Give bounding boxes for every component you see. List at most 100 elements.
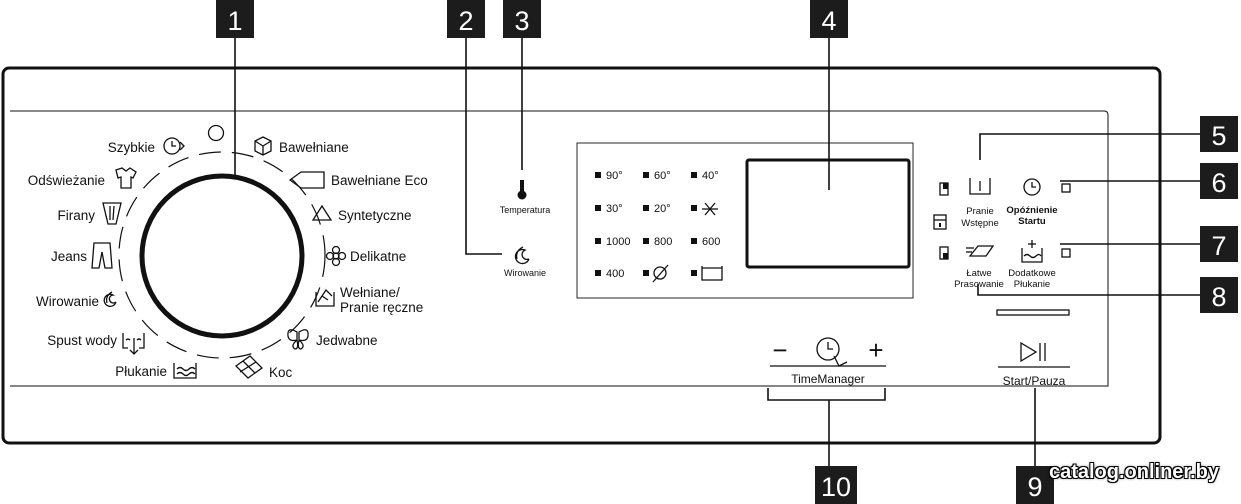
- time-minus-button[interactable]: −: [772, 335, 787, 365]
- program-dial[interactable]: [118, 151, 326, 359]
- watermark: catalog.onliner.by: [1048, 461, 1219, 483]
- leader-line-8: [977, 284, 1200, 296]
- easy-iron-label-line1: Łatwe: [966, 268, 991, 279]
- program-koc: Koc: [269, 365, 293, 380]
- speed-800: 800: [654, 236, 672, 248]
- refresh-shirt-icon: [115, 167, 137, 189]
- prewash-label-line2: Wstępne: [961, 218, 999, 229]
- temperature-label: Temperatura: [500, 205, 551, 215]
- no-spin-icon: [652, 264, 669, 283]
- cotton-icon: [254, 136, 272, 156]
- easy-iron-label-line2: Prasowanie: [954, 279, 1004, 290]
- temp-90: 90°: [606, 170, 623, 182]
- start-pause-label: Start/Pauza: [1003, 374, 1066, 388]
- prewash-icon: [969, 178, 991, 195]
- program-odswiezanie: Odświeżanie: [28, 173, 105, 188]
- easy-iron-button[interactable]: Łatwe Prasowanie: [954, 245, 1004, 290]
- extra-rinse-icon: [1021, 240, 1043, 263]
- speed-1000: 1000: [606, 236, 630, 248]
- spin-button[interactable]: Wirowanie: [504, 246, 546, 278]
- program-spust-wody: Spust wody: [47, 333, 117, 348]
- svg-text:8: 8: [1211, 282, 1226, 312]
- start-pause-button[interactable]: Start/Pauza: [998, 341, 1070, 388]
- speed-400: 400: [606, 268, 624, 280]
- svg-text:2: 2: [458, 6, 473, 36]
- temp-30: 30°: [606, 203, 623, 215]
- temp-60: 60°: [654, 170, 671, 182]
- program-szybkie: Szybkie: [108, 140, 155, 155]
- prewash-label-line1: Pranie: [966, 206, 993, 217]
- program-pranie-reczne: Pranie ręczne: [340, 300, 423, 315]
- program-bawelniane: Bawełniane: [279, 140, 349, 155]
- svg-text:4: 4: [821, 6, 836, 36]
- callout-1: 1: [216, 0, 254, 38]
- program-welniane: Wełniane/: [340, 285, 400, 300]
- program-knob[interactable]: [139, 173, 305, 339]
- wool-hand-icon: [315, 288, 335, 307]
- play-pause-icon: [1020, 341, 1046, 363]
- temperature-button[interactable]: Temperatura: [500, 180, 551, 215]
- display-area: [576, 142, 914, 299]
- callout-2: 2: [447, 0, 485, 38]
- spin-swirl-icon: [514, 246, 530, 265]
- rinse-hold-icon: [701, 266, 723, 281]
- callout-4: 4: [810, 0, 848, 38]
- callout-7: 7: [1200, 226, 1238, 262]
- delay-start-button[interactable]: Opóźnienie Startu: [1006, 178, 1058, 227]
- delay-label-line1: Opóźnienie: [1006, 205, 1057, 216]
- extra-rinse-button[interactable]: Dodatkowe Płukanie: [1008, 240, 1056, 290]
- svg-text:10: 10: [821, 472, 851, 502]
- callout-9: 9: [1016, 466, 1054, 504]
- program-syntetyczne: Syntetyczne: [338, 208, 412, 223]
- blanket-icon: [234, 355, 264, 379]
- temp-indicators: 90° 60° 40° 30° 20°: [595, 170, 719, 216]
- drain-icon: [122, 333, 145, 355]
- program-jedwabne: Jedwabne: [316, 333, 378, 348]
- leader-line-2: [465, 38, 502, 255]
- display-screen: [745, 158, 911, 269]
- curtain-icon: [102, 202, 122, 225]
- svg-text:7: 7: [1211, 231, 1226, 261]
- cold-snowflake-icon: [702, 202, 718, 216]
- time-manager-clock-icon: [816, 337, 848, 367]
- program-firany: Firany: [57, 208, 95, 223]
- svg-text:9: 9: [1027, 472, 1042, 502]
- callout-3: 3: [503, 0, 541, 38]
- delay-indicator-led: [1061, 183, 1071, 193]
- leader-line-5: [979, 133, 1200, 160]
- off-position-icon: [207, 124, 225, 142]
- callout-8: 8: [1200, 277, 1238, 313]
- speed-indicators: 1000 800 600 400: [595, 236, 723, 283]
- extra-rinse-label-line1: Dodatkowe: [1008, 268, 1056, 279]
- svg-text:6: 6: [1211, 168, 1226, 198]
- thermometer-icon: [517, 180, 527, 200]
- spin-icon: [103, 291, 117, 307]
- start-indicator-slot: [996, 309, 1070, 316]
- extra-rinse-indicator-led: [1061, 248, 1071, 258]
- program-jeans: Jeans: [51, 249, 87, 264]
- door-lock-indicators: [933, 182, 949, 260]
- temp-20: 20°: [654, 203, 671, 215]
- svg-text:5: 5: [1211, 121, 1226, 151]
- quick-clock-icon: [163, 137, 185, 155]
- program-delikatne: Delikatne: [350, 249, 406, 264]
- prewash-button[interactable]: Pranie Wstępne: [961, 178, 999, 229]
- speed-600: 600: [702, 236, 720, 248]
- time-manager-controls[interactable]: − + TimeManager: [770, 335, 886, 386]
- synthetic-triangle-icon: [311, 204, 333, 221]
- callout-6: 6: [1200, 163, 1238, 199]
- silk-butterfly-icon: [287, 329, 309, 350]
- time-manager-bracket: [767, 388, 886, 401]
- delay-clock-icon: [1023, 178, 1041, 196]
- time-plus-button[interactable]: +: [868, 335, 883, 365]
- svg-text:3: 3: [514, 6, 529, 36]
- delicate-flower-icon: [325, 245, 347, 267]
- callout-10: 10: [815, 466, 857, 504]
- dial-tick-ring: [118, 151, 326, 359]
- time-manager-label: TimeManager: [791, 372, 865, 386]
- eco-tag-icon: [288, 171, 325, 189]
- svg-text:1: 1: [227, 6, 242, 36]
- panel-inner-line: [10, 110, 1109, 387]
- program-bawelniane-eco: Bawełniane Eco: [331, 173, 428, 188]
